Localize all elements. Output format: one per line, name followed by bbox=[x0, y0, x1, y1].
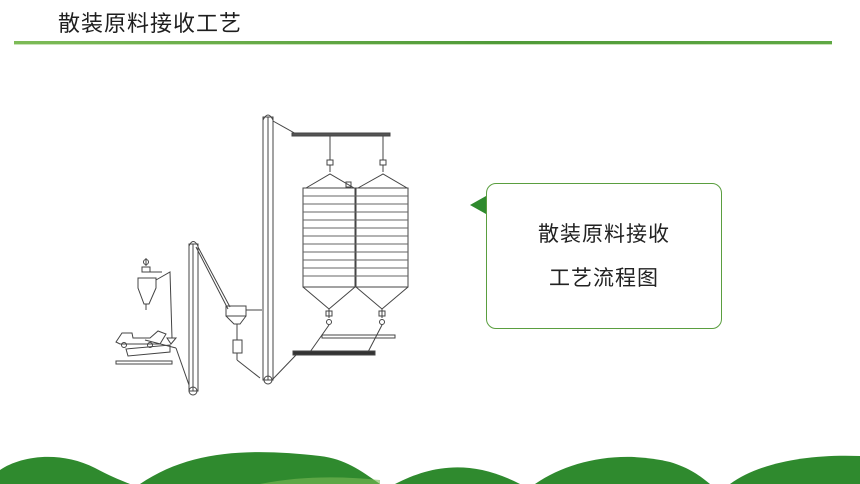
bucket-elevator-2 bbox=[262, 114, 299, 385]
title-underline-shadow bbox=[14, 44, 832, 45]
diagram-caption-box: 散装原料接收 工艺流程图 bbox=[486, 183, 722, 329]
top-conveyor bbox=[291, 132, 391, 172]
silo-discharge-gates bbox=[309, 310, 396, 353]
truck-unloading-station bbox=[115, 330, 177, 365]
weighing-scale-unit bbox=[225, 305, 262, 379]
storage-silo-left bbox=[302, 173, 356, 318]
caption-line-2: 工艺流程图 bbox=[549, 266, 659, 290]
title-underline bbox=[14, 41, 832, 44]
silo-level-lines bbox=[303, 195, 408, 277]
caption-line-1: 散装原料接收 bbox=[538, 222, 670, 246]
cyclone-dust-collector bbox=[137, 258, 178, 345]
bottom-conveyor bbox=[271, 350, 376, 381]
decorative-green-hills bbox=[0, 452, 860, 484]
callout-pointer-arrow bbox=[470, 196, 486, 214]
bucket-elevator-1 bbox=[175, 241, 231, 396]
page-title: 散装原料接收工艺 bbox=[58, 12, 243, 37]
